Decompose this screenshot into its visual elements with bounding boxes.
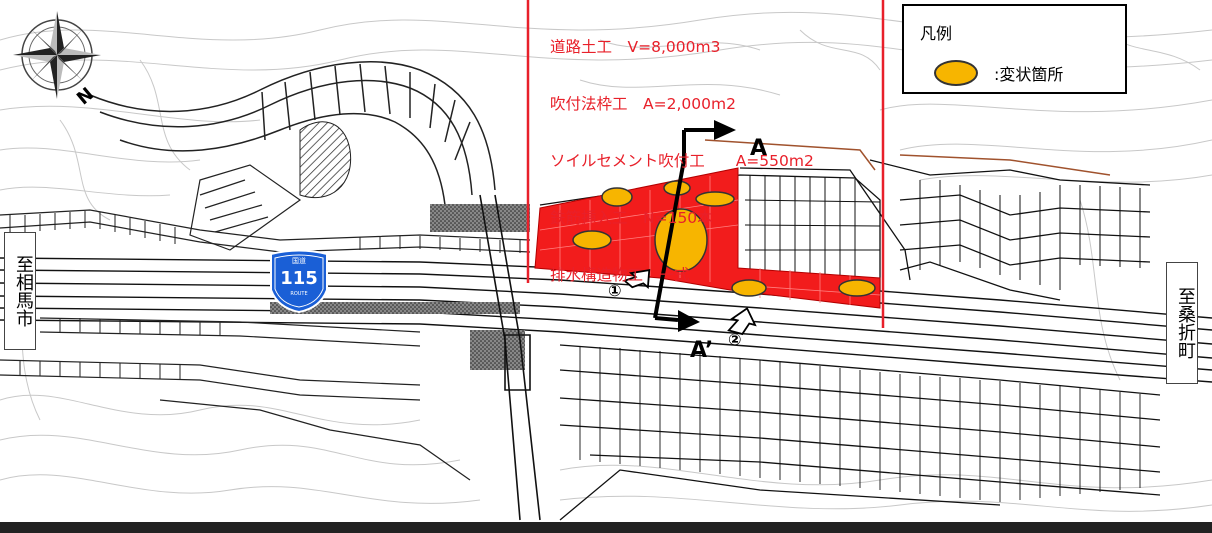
legend-deformation-marker: [934, 60, 978, 86]
deformation-marker-6: [731, 279, 767, 297]
deformation-marker-3: [695, 191, 735, 207]
work-item-rebar-insert: 鉄筋挿入工 N=150本: [550, 209, 713, 227]
deformation-marker-7: [838, 279, 876, 297]
legend: 凡例 :変状箇所: [902, 4, 1127, 94]
lower-left-slopes: [0, 317, 471, 481]
route-shield: [270, 249, 328, 314]
section-arrow-a-prime: [678, 310, 700, 332]
destination-right: 至桑折町: [1166, 262, 1198, 384]
bottom-border: [0, 522, 1212, 533]
legend-deformation-label: :変状箇所: [994, 65, 1064, 84]
deformation-marker-1: [601, 187, 633, 207]
structure-block-upper: [430, 204, 530, 232]
photo-point-1: ①: [608, 281, 622, 300]
section-arrow-a: [714, 120, 736, 140]
left-slopes: [0, 164, 531, 253]
section-line: [653, 128, 714, 322]
work-item-road-earthwork: 道路土工 V=8,000m3: [550, 38, 721, 56]
route-sign-top: 国道: [292, 257, 306, 265]
work-item-drainage: 排水構造物工 一式: [550, 266, 690, 284]
work-quantities: 道路土工 V=8,000m3 吹付法枠工 A=2,000m2 ソイルセメント吹付…: [550, 0, 814, 323]
deformation-marker-4: [572, 230, 612, 250]
section-label-a-prime: A’: [690, 338, 714, 363]
route-number: 115: [280, 268, 318, 289]
legend-title: 凡例: [920, 24, 953, 43]
ramp-road: [89, 61, 496, 206]
median-strip: [270, 302, 520, 314]
work-item-spray-frame: 吹付法枠工 A=2,000m2: [550, 95, 736, 113]
work-item-soil-cement: ソイルセメント吹付工 A=550m2: [550, 152, 814, 170]
top-edge-line: [704, 139, 876, 171]
hatched-area: [299, 121, 352, 199]
compass-rose: [13, 11, 101, 99]
destination-left: 至相馬市: [4, 232, 36, 350]
photo-point-2: ②: [728, 330, 742, 349]
section-label-a: A: [750, 136, 768, 161]
culvert-line: [479, 194, 541, 521]
structure-block-lower: [470, 330, 525, 370]
route-sign-bottom: ROUTE: [290, 291, 308, 297]
contour-lines: [0, 11, 1212, 512]
photo-arrow-1: [622, 269, 651, 290]
photo-arrow-2: [727, 307, 757, 336]
